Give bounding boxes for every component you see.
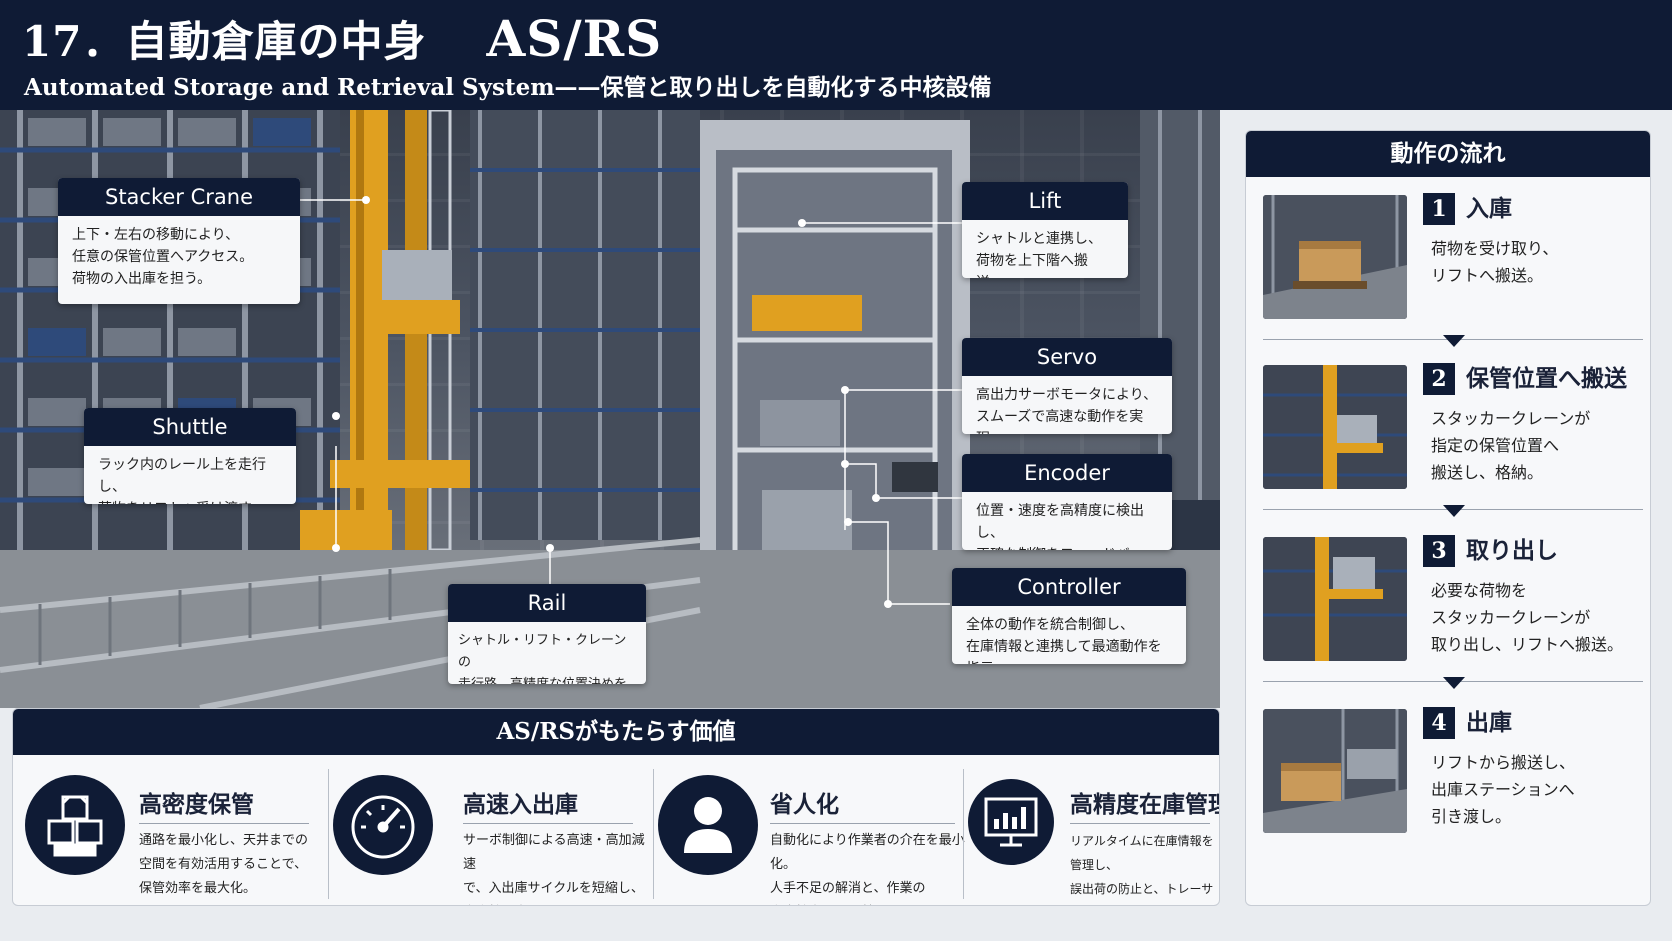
callout-stacker-crane-title: Stacker Crane [58,178,300,216]
value-item-divider [770,823,955,824]
value-item-desc: リアルタイムに在庫情報を管理し、 誤出荷の防止と、トレーサビリティ の強化を実現… [1070,834,1214,896]
speedometer-icon [333,775,433,875]
flow-step-desc: 必要な荷物を スタッカークレーンが 取り出し、リフトへ搬送。 [1431,581,1624,654]
callout-stacker-crane: Stacker Crane 上下・左右の移動により、 任意の保管位置へアクセス。… [58,178,300,304]
callout-shuttle: Shuttle ラック内のレール上を走行し、 荷物をリフトへ受け渡す。 [84,408,296,504]
flow-arrow-icon [1443,505,1465,517]
flow-step-thumbnail [1263,195,1407,319]
callout-servo: Servo 高出力サーボモータにより、 スムーズで高速な動作を実現。 [962,338,1172,434]
callout-rail-title: Rail [448,584,646,622]
callout-controller-title: Controller [952,568,1186,606]
boxes-icon [25,775,125,875]
callout-encoder-title: Encoder [962,454,1172,492]
callout-leader-lines [300,196,962,608]
value-item-divider [463,823,633,824]
callout-lift: Lift シャトルと連携し、 荷物を上下階へ搬送。 [962,182,1128,278]
value-item-name: 高速入出庫 [463,791,578,818]
shuttle-point-2 [332,544,340,552]
person-icon [658,775,758,875]
servo-point-2 [841,460,849,468]
warehouse-photo: Stacker Crane 上下・左右の移動により、 任意の保管位置へアクセス。… [0,110,1220,708]
callout-stacker-crane-desc: 上下・左右の移動により、 任意の保管位置へアクセス。 荷物の入出庫を担う。 [72,227,254,287]
flow-step-desc: リフトから搬送し、 出庫ステーションへ 引き渡し。 [1431,753,1576,826]
flow-step-number: 2 [1423,363,1455,395]
value-item-name: 高密度保管 [139,791,254,818]
page-title: 17．自動倉庫の中身 AS/RS [22,8,662,69]
callout-servo-title: Servo [962,338,1172,376]
stacker-point [362,196,370,204]
value-item-divider [1070,823,1210,824]
callout-encoder-desc: 位置・速度を高精度に検出し、 正確な制御をフィードバック。 [976,503,1144,550]
value-item-desc: 自動化により作業者の介在を最小化。 人手不足の解消と、作業の 安全性向上に貢献。 [770,833,965,896]
flow-step-number: 3 [1423,535,1455,567]
controller-point [884,600,892,608]
rail-point [546,544,554,552]
controller-point-top [844,518,852,526]
flow-step-3: 3 取り出し 必要な荷物を スタッカークレーンが 取り出し、リフトへ搬送。 [1246,525,1650,685]
flow-step-thumbnail [1263,365,1407,489]
value-item-inventory: 高精度在庫管理 リアルタイムに在庫情報を管理し、 誤出荷の防止と、トレーサビリテ… [968,755,1220,905]
flow-step-desc: スタッカークレーンが 指定の保管位置へ 搬送し、格納。 [1431,409,1591,482]
page-title-text: 17．自動倉庫の中身 [22,17,427,66]
flow-step-2: 2 保管位置へ搬送 スタッカークレーンが 指定の保管位置へ 搬送し、格納。 [1246,353,1650,513]
shuttle-point [332,412,340,420]
value-item-name: 高精度在庫管理 [1070,791,1220,818]
value-separator [328,769,329,899]
value-item-high-density: 高密度保管 通路を最小化し、天井までの 空間を有効活用することで、 保管効率を最… [13,755,323,905]
value-item-divider [139,823,309,824]
value-separator [653,769,654,899]
flow-step-number: 1 [1423,193,1455,225]
flow-step-1: 1 入庫 荷物を受け取り、 リフトへ搬送。 [1246,183,1650,343]
callout-lift-desc: シャトルと連携し、 荷物を上下階へ搬送。 [976,231,1102,278]
value-item-desc: サーボ制御による高速・高加減速 で、入出庫サイクルを短縮し、 生産性を向上。 [463,833,645,896]
value-item-labor-saving: 省人化 自動化により作業者の介在を最小化。 人手不足の解消と、作業の 安全性向上… [658,755,968,905]
flow-panel: 動作の流れ 1 入庫 荷物を受け取り、 リフトへ搬送。 2 [1245,130,1651,906]
value-item-desc: 通路を最小化し、天井までの 空間を有効活用することで、 保管効率を最大化。 [139,833,309,896]
flow-step-thumbnail [1263,537,1407,661]
flow-step-desc: 荷物を受け取り、 リフトへ搬送。 [1431,239,1559,285]
flow-step-name: 保管位置へ搬送 [1466,365,1627,392]
flow-step-name: 入庫 [1466,195,1512,222]
callout-rail: Rail シャトル・リフト・クレーンの 走行路。高精度な位置決めを支える。 [448,584,646,684]
callout-controller-desc: 全体の動作を統合制御し、 在庫情報と連携して最適動作を指示。 [966,617,1162,664]
flow-step-number: 4 [1423,707,1455,739]
flow-arrow-icon [1443,335,1465,347]
monitor-chart-icon [968,779,1054,865]
callout-shuttle-desc: ラック内のレール上を走行し、 荷物をリフトへ受け渡す。 [98,457,266,504]
header-banner: 17．自動倉庫の中身 AS/RS Automated Storage and Re… [0,0,1672,110]
value-separator [963,769,964,899]
value-section: AS/RSがもたらす価値 高密度保管 通路を最小化し、天井までの 空間を有効活用… [12,708,1220,906]
stacker-crane-mast [300,110,480,552]
lift-point [798,219,806,227]
flow-step-name: 出庫 [1466,709,1512,736]
value-item-high-speed: 高速入出庫 サーボ制御による高速・高加減速 で、入出庫サイクルを短縮し、 生産性… [333,755,653,905]
flow-step-name: 取り出し [1466,537,1558,564]
callout-encoder: Encoder 位置・速度を高精度に検出し、 正確な制御をフィードバック。 [962,454,1172,550]
callout-lift-title: Lift [962,182,1128,220]
flow-arrow-icon [1443,677,1465,689]
callout-shuttle-title: Shuttle [84,408,296,446]
callout-rail-desc: シャトル・リフト・クレーンの 走行路。高精度な位置決めを支える。 [458,633,627,684]
page-subtitle: Automated Storage and Retrieval System——… [24,74,992,101]
callout-servo-desc: 高出力サーボモータにより、 スムーズで高速な動作を実現。 [976,387,1158,434]
encoder-point [872,494,880,502]
flow-step-thumbnail [1263,709,1407,833]
value-section-title: AS/RSがもたらす価値 [13,709,1219,755]
callout-controller: Controller 全体の動作を統合制御し、 在庫情報と連携して最適動作を指示… [952,568,1186,664]
value-item-name: 省人化 [770,791,839,818]
page-title-system: AS/RS [486,9,663,68]
flow-panel-title: 動作の流れ [1246,131,1650,177]
flow-step-4: 4 出庫 リフトから搬送し、 出庫ステーションへ 引き渡し。 [1246,697,1650,857]
servo-point [841,386,849,394]
